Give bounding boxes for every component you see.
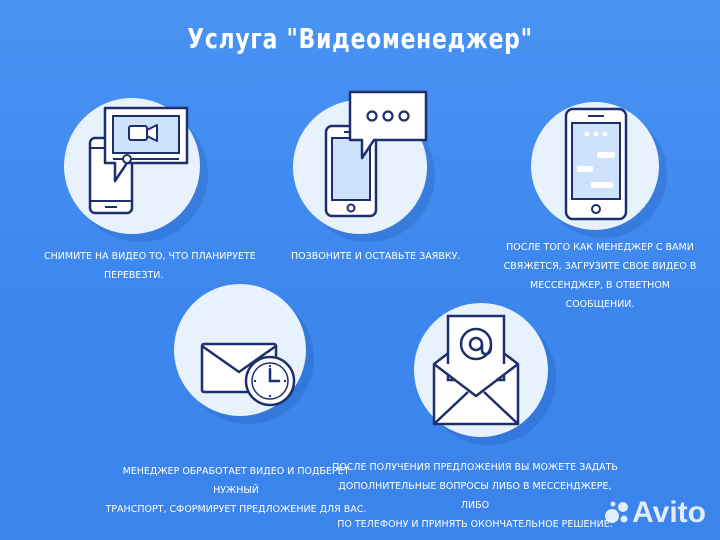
- phone-chat-icon: [324, 90, 428, 218]
- envelope-at-icon: [432, 314, 520, 426]
- phone-messages-icon: [564, 107, 628, 221]
- step-5-caption: После получения предложения вы можете за…: [332, 462, 618, 530]
- step-3-caption: После того как менеджер с вами свяжется,…: [503, 242, 697, 310]
- phone-video-icon: [88, 106, 189, 215]
- watermark-text: Avito: [632, 496, 706, 529]
- page-title: Услуга "Видеоменеджер": [187, 22, 533, 55]
- step-4-caption: Менеджер обработает видео и подберет нуж…: [105, 466, 367, 515]
- envelope-clock-icon: [200, 342, 296, 407]
- step-2-caption: Позвоните и оставьте заявку.: [291, 251, 461, 262]
- step-1-caption: Снимите на видео то, что планируете пере…: [44, 251, 256, 281]
- avito-watermark: Avito: [604, 496, 706, 530]
- avito-dots-icon: [605, 501, 629, 523]
